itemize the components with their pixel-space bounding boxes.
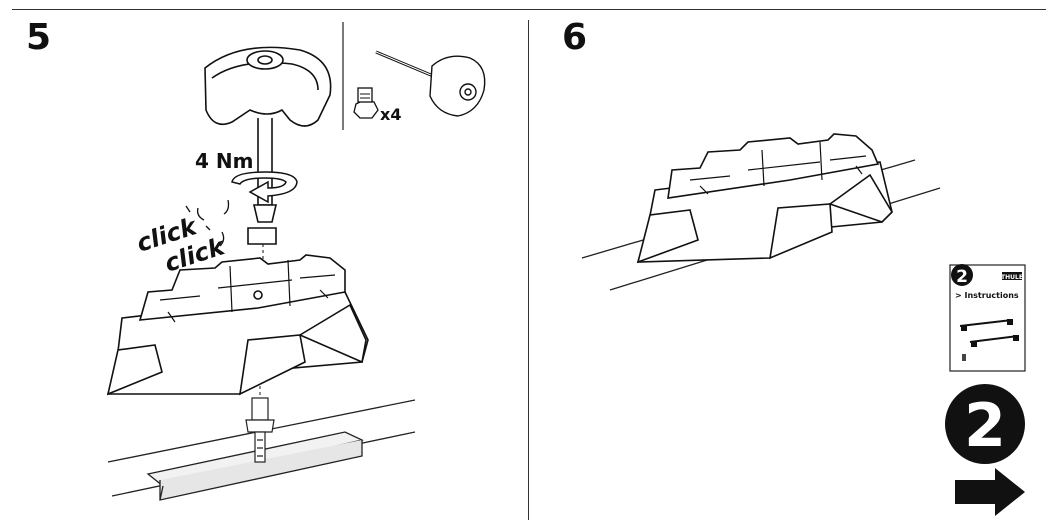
panel-divider [528,20,529,520]
foot-assembly-icon [106,254,369,396]
part-icon [962,354,966,361]
booklet-brand: THULE [1001,274,1023,281]
click-sound-icon: click click [133,199,230,278]
booklet-number: 2 [956,267,968,287]
torque-wrench-icon [204,46,332,245]
rotation-arrow-icon [231,171,298,204]
bolt-icon [245,397,275,463]
quantity-label: x4 [380,105,401,124]
roof-bars-icon [959,319,1019,347]
nut-icon [353,87,379,119]
next-arrow-icon[interactable] [955,468,1025,516]
small-wrench-icon [375,50,486,117]
booklet-number-badge [951,264,973,286]
step-5-number: 5 [26,17,52,58]
next-step-badge[interactable]: 2 [945,384,1025,464]
booklet-label: > Instructions [955,291,1019,300]
torque-label: 4 Nm [195,149,253,173]
foot-assembly-icon [636,133,894,264]
step-6-number: 6 [562,17,588,58]
next-step-number: 2 [964,391,1006,461]
top-rule [12,9,1046,10]
instructions-booklet[interactable]: THULE 2 > Instructions [949,264,1026,372]
